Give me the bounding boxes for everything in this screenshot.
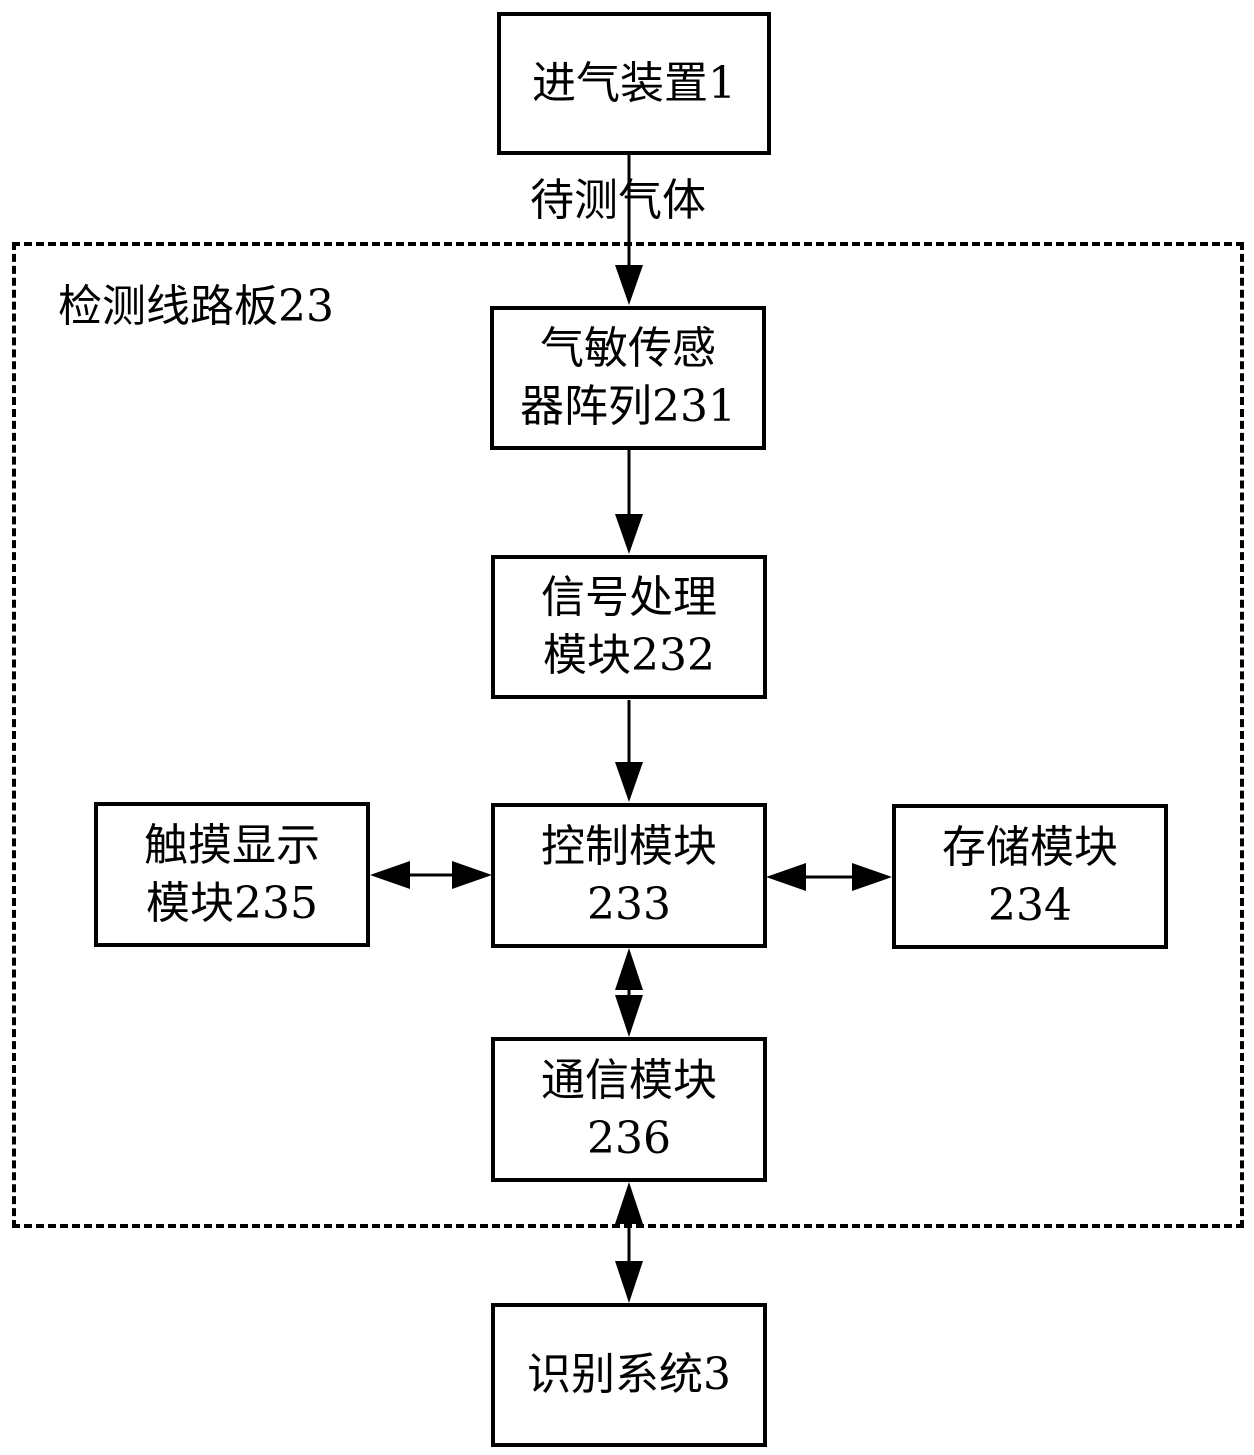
node-signal-processing-line-2: 模块232 — [543, 627, 715, 685]
arrowhead-comm — [615, 995, 643, 1037]
node-touch-display-line-1: 触摸显示 — [144, 817, 320, 875]
node-storage-module: 存储模块 234 — [892, 804, 1168, 949]
arrowhead-recog — [615, 1261, 643, 1303]
node-communication-module-line-1: 通信模块 — [541, 1052, 717, 1110]
node-control-module-line-1: 控制模块 — [541, 818, 717, 876]
node-recognition-system: 识别系统3 — [491, 1303, 767, 1447]
node-gas-sensor-array: 气敏传感 器阵列231 — [490, 306, 766, 450]
node-gas-sensor-array-line-1: 气敏传感 — [540, 320, 716, 378]
arrowhead-touch — [370, 861, 410, 889]
node-storage-module-line-1: 存储模块 — [942, 819, 1118, 877]
node-communication-module: 通信模块 236 — [491, 1037, 767, 1182]
arrowhead-signal — [615, 514, 643, 554]
arrowhead-storage — [852, 863, 892, 891]
node-control-module: 控制模块 233 — [491, 803, 767, 948]
node-storage-module-line-2: 234 — [988, 877, 1072, 935]
arrowhead-control — [615, 762, 643, 802]
arrowhead-sensor — [615, 265, 643, 305]
arrowhead-control-bottom — [615, 948, 643, 990]
edge-label-gas: 待测气体 — [530, 176, 706, 226]
node-gas-sensor-array-line-2: 器阵列231 — [520, 378, 736, 436]
node-intake-device-line-1: 进气装置1 — [532, 55, 736, 113]
node-signal-processing-module: 信号处理 模块232 — [491, 555, 767, 699]
node-touch-display-line-2: 模块235 — [146, 875, 318, 933]
arrowhead-control-left — [452, 861, 492, 889]
node-intake-device: 进气装置1 — [497, 12, 771, 155]
node-signal-processing-line-1: 信号处理 — [541, 569, 717, 627]
node-touch-display-module: 触摸显示 模块235 — [94, 802, 370, 947]
node-communication-module-line-2: 236 — [587, 1110, 671, 1168]
node-control-module-line-2: 233 — [587, 876, 671, 934]
arrowhead-comm-bottom — [615, 1182, 643, 1224]
arrowhead-control-right — [766, 863, 806, 891]
node-recognition-system-line-1: 识别系统3 — [527, 1346, 731, 1404]
